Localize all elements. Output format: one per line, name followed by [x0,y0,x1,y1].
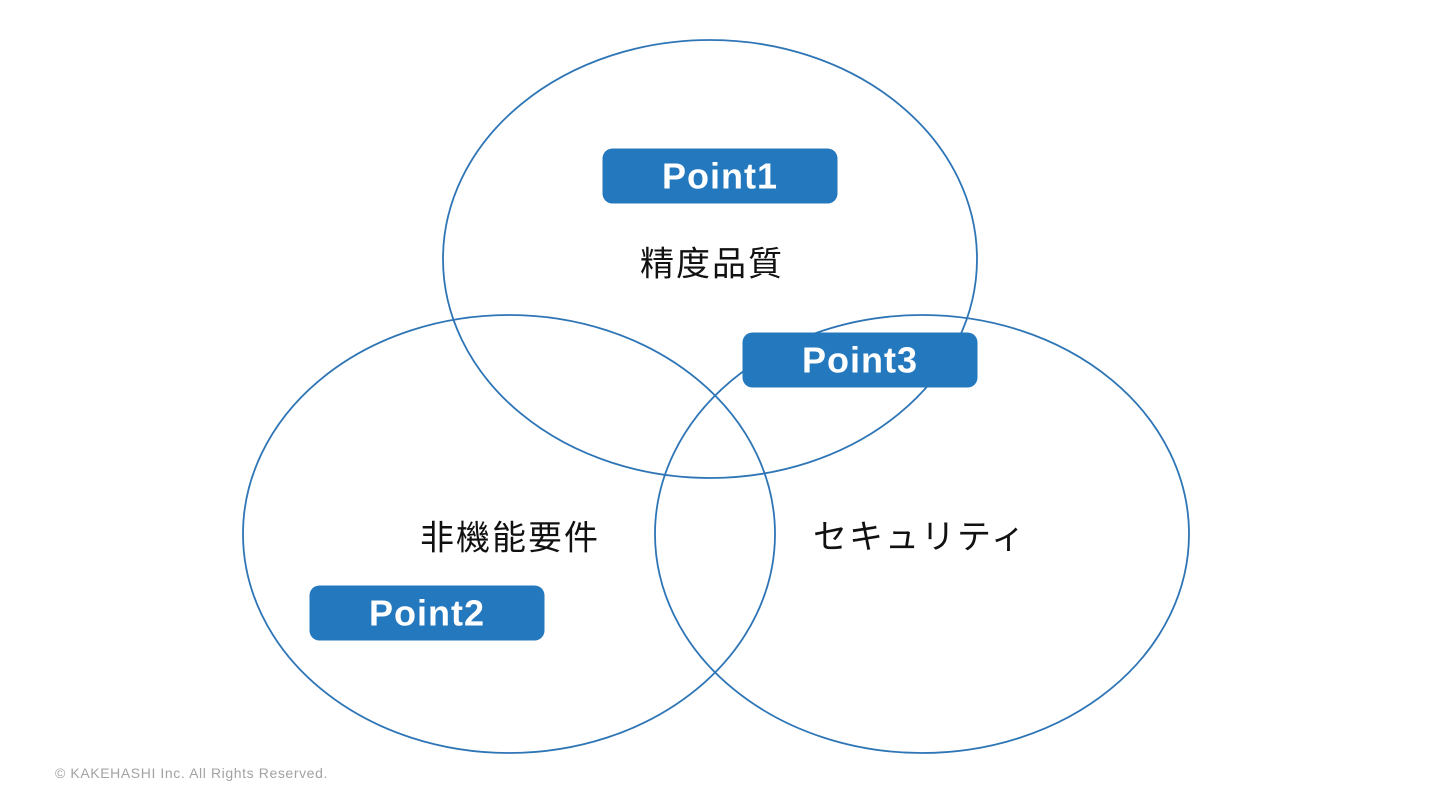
copyright-text: © KAKEHASHI Inc. All Rights Reserved. [55,765,328,781]
circle-security [654,314,1190,754]
point1-badge: Point1 [602,148,838,204]
circle-accuracy-quality [442,39,978,479]
circle-nonfunctional-requirements [242,314,776,754]
circle-label-accuracy-quality: 精度品質 [640,245,784,284]
circle-label-nonfunctional-requirements: 非機能要件 [420,519,600,558]
point3-badge: Point3 [742,332,978,388]
point2-badge: Point2 [309,585,545,641]
circle-label-security: セキュリティ [813,518,1027,557]
